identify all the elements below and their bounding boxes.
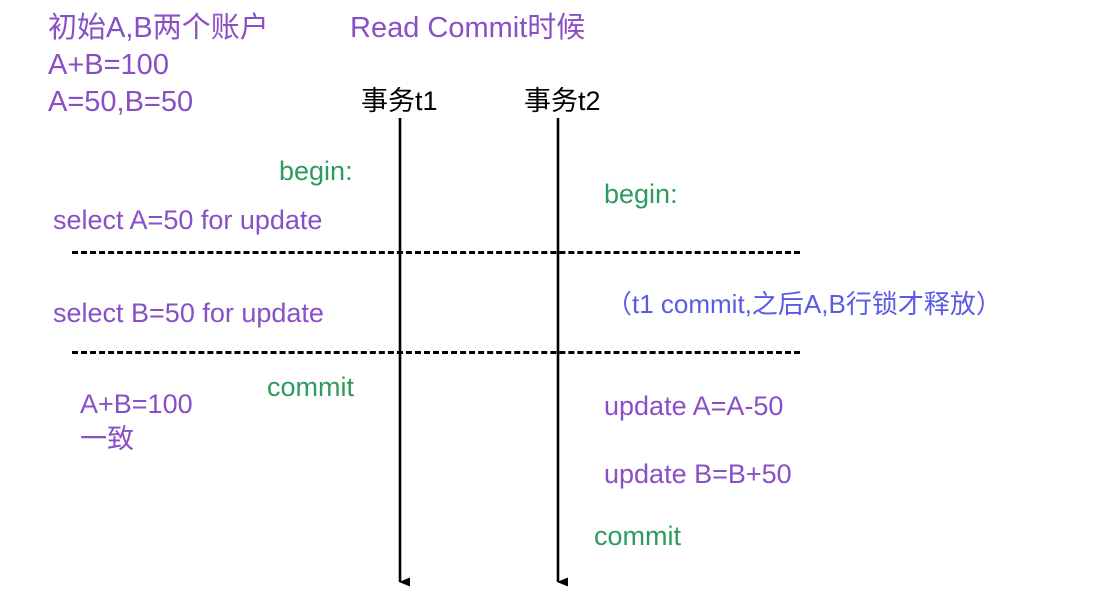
t2-begin-statement: begin: (604, 179, 678, 209)
t2-row-lock-note: （t1 commit,之后A,B行锁才释放） (606, 289, 1002, 319)
t2-update-a-statement: update A=A-50 (604, 391, 784, 421)
t1-select-b-statement: select B=50 for update (53, 298, 324, 328)
t2-commit-statement: commit (594, 521, 681, 551)
t1-consistency-result: A+B=100 一致 (80, 389, 193, 454)
isolation-level-title: Read Commit时候 (350, 12, 586, 44)
lifeline-label-t2: 事务t2 (524, 86, 601, 116)
phase-separator-2 (72, 351, 800, 354)
t1-commit-statement: commit (267, 372, 354, 402)
lifeline-label-t1: 事务t1 (361, 86, 438, 116)
t2-update-b-statement: update B=B+50 (604, 459, 792, 489)
t1-begin-statement: begin: (279, 156, 353, 186)
initial-conditions-text: 初始A,B两个账户 A+B=100 A=50,B=50 (48, 12, 269, 119)
phase-separator-1 (72, 251, 800, 254)
t1-select-a-statement: select A=50 for update (53, 205, 323, 235)
